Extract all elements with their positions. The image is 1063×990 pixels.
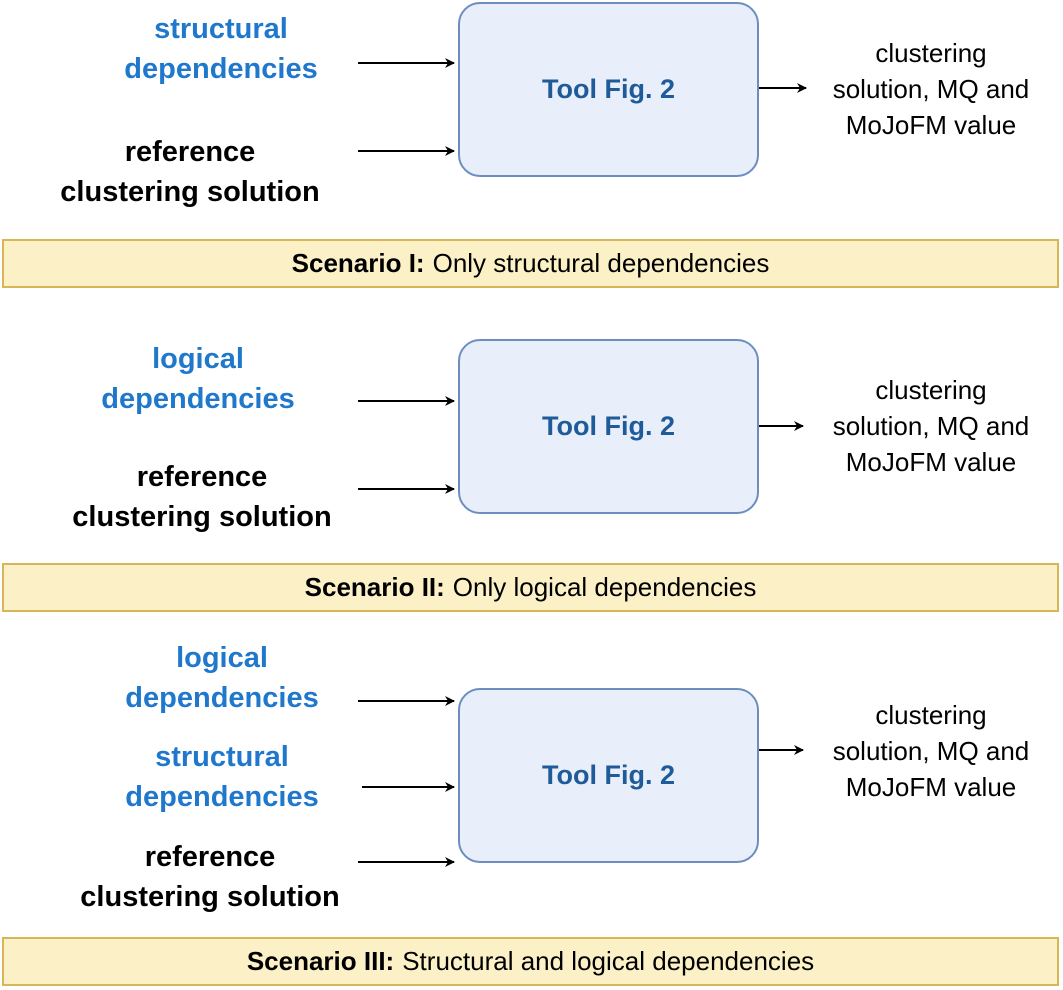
s3-structural-line1: structural [155,741,289,773]
s1-tool-label: Tool Fig. 2 [542,74,675,104]
s1-structural-line2: dependencies [124,53,318,85]
s2-reference-input-label: reference clustering solution [72,457,331,537]
s2-output-line2: solution, MQ and [832,411,1030,441]
s2-output-line3: MoJoFM value [845,447,1017,477]
s1-structural-line1: structural [154,13,288,45]
s2-logical-line2: dependencies [101,383,295,415]
scenario-2-banner: Scenario II: Only logical dependencies [2,563,1059,612]
s2-output-line1: clustering [875,375,987,405]
s3-tool-label: Tool Fig. 2 [542,760,675,790]
s3-output-line1: clustering [875,700,987,730]
scenario-3-description: Structural and logical dependencies [402,946,815,976]
scenario-2-title: Scenario II: [304,572,445,602]
s1-tool-box: Tool Fig. 2 [458,2,759,177]
s3-output-label: clustering solution, MQ and MoJoFM value [833,697,1030,805]
scenario-1-title: Scenario I: [291,248,425,278]
s3-structural-input-label: structural dependencies [125,737,318,817]
s3-reference-line1: reference [144,841,276,873]
scenario-3-banner: Scenario III: Structural and logical dep… [2,937,1059,986]
s3-logical-line2: dependencies [125,682,319,714]
s1-output-line2: solution, MQ and [832,74,1030,104]
s3-logical-line1: logical [176,642,268,674]
s2-reference-line1: reference [136,461,268,493]
s3-logical-input-label: logical dependencies [125,638,318,718]
s1-output-line1: clustering [875,38,987,68]
s2-logical-input-label: logical dependencies [101,339,294,419]
scenario-1-banner: Scenario I: Only structural dependencies [2,239,1059,288]
s3-tool-box: Tool Fig. 2 [458,688,759,863]
s3-output-line2: solution, MQ and [832,736,1030,766]
s3-reference-input-label: reference clustering solution [80,837,339,917]
s1-output-line3: MoJoFM value [845,110,1017,140]
s2-logical-line1: logical [152,343,244,375]
s2-reference-line2: clustering solution [72,501,332,533]
s3-output-line3: MoJoFM value [845,772,1017,802]
scenario-3-title: Scenario III: [246,946,395,976]
s1-reference-line1: reference [124,136,256,168]
s2-tool-label: Tool Fig. 2 [542,411,675,441]
scenario-1-description: Only structural dependencies [432,248,770,278]
s1-structural-input-label: structural dependencies [124,9,317,89]
scenario-2-description: Only logical dependencies [452,572,757,602]
s1-reference-line2: clustering solution [60,176,320,208]
s3-structural-line2: dependencies [125,781,319,813]
s2-tool-box: Tool Fig. 2 [458,339,759,514]
s3-reference-line2: clustering solution [80,881,340,913]
s2-output-label: clustering solution, MQ and MoJoFM value [833,372,1030,480]
s1-output-label: clustering solution, MQ and MoJoFM value [833,35,1030,143]
s1-reference-input-label: reference clustering solution [60,132,319,212]
